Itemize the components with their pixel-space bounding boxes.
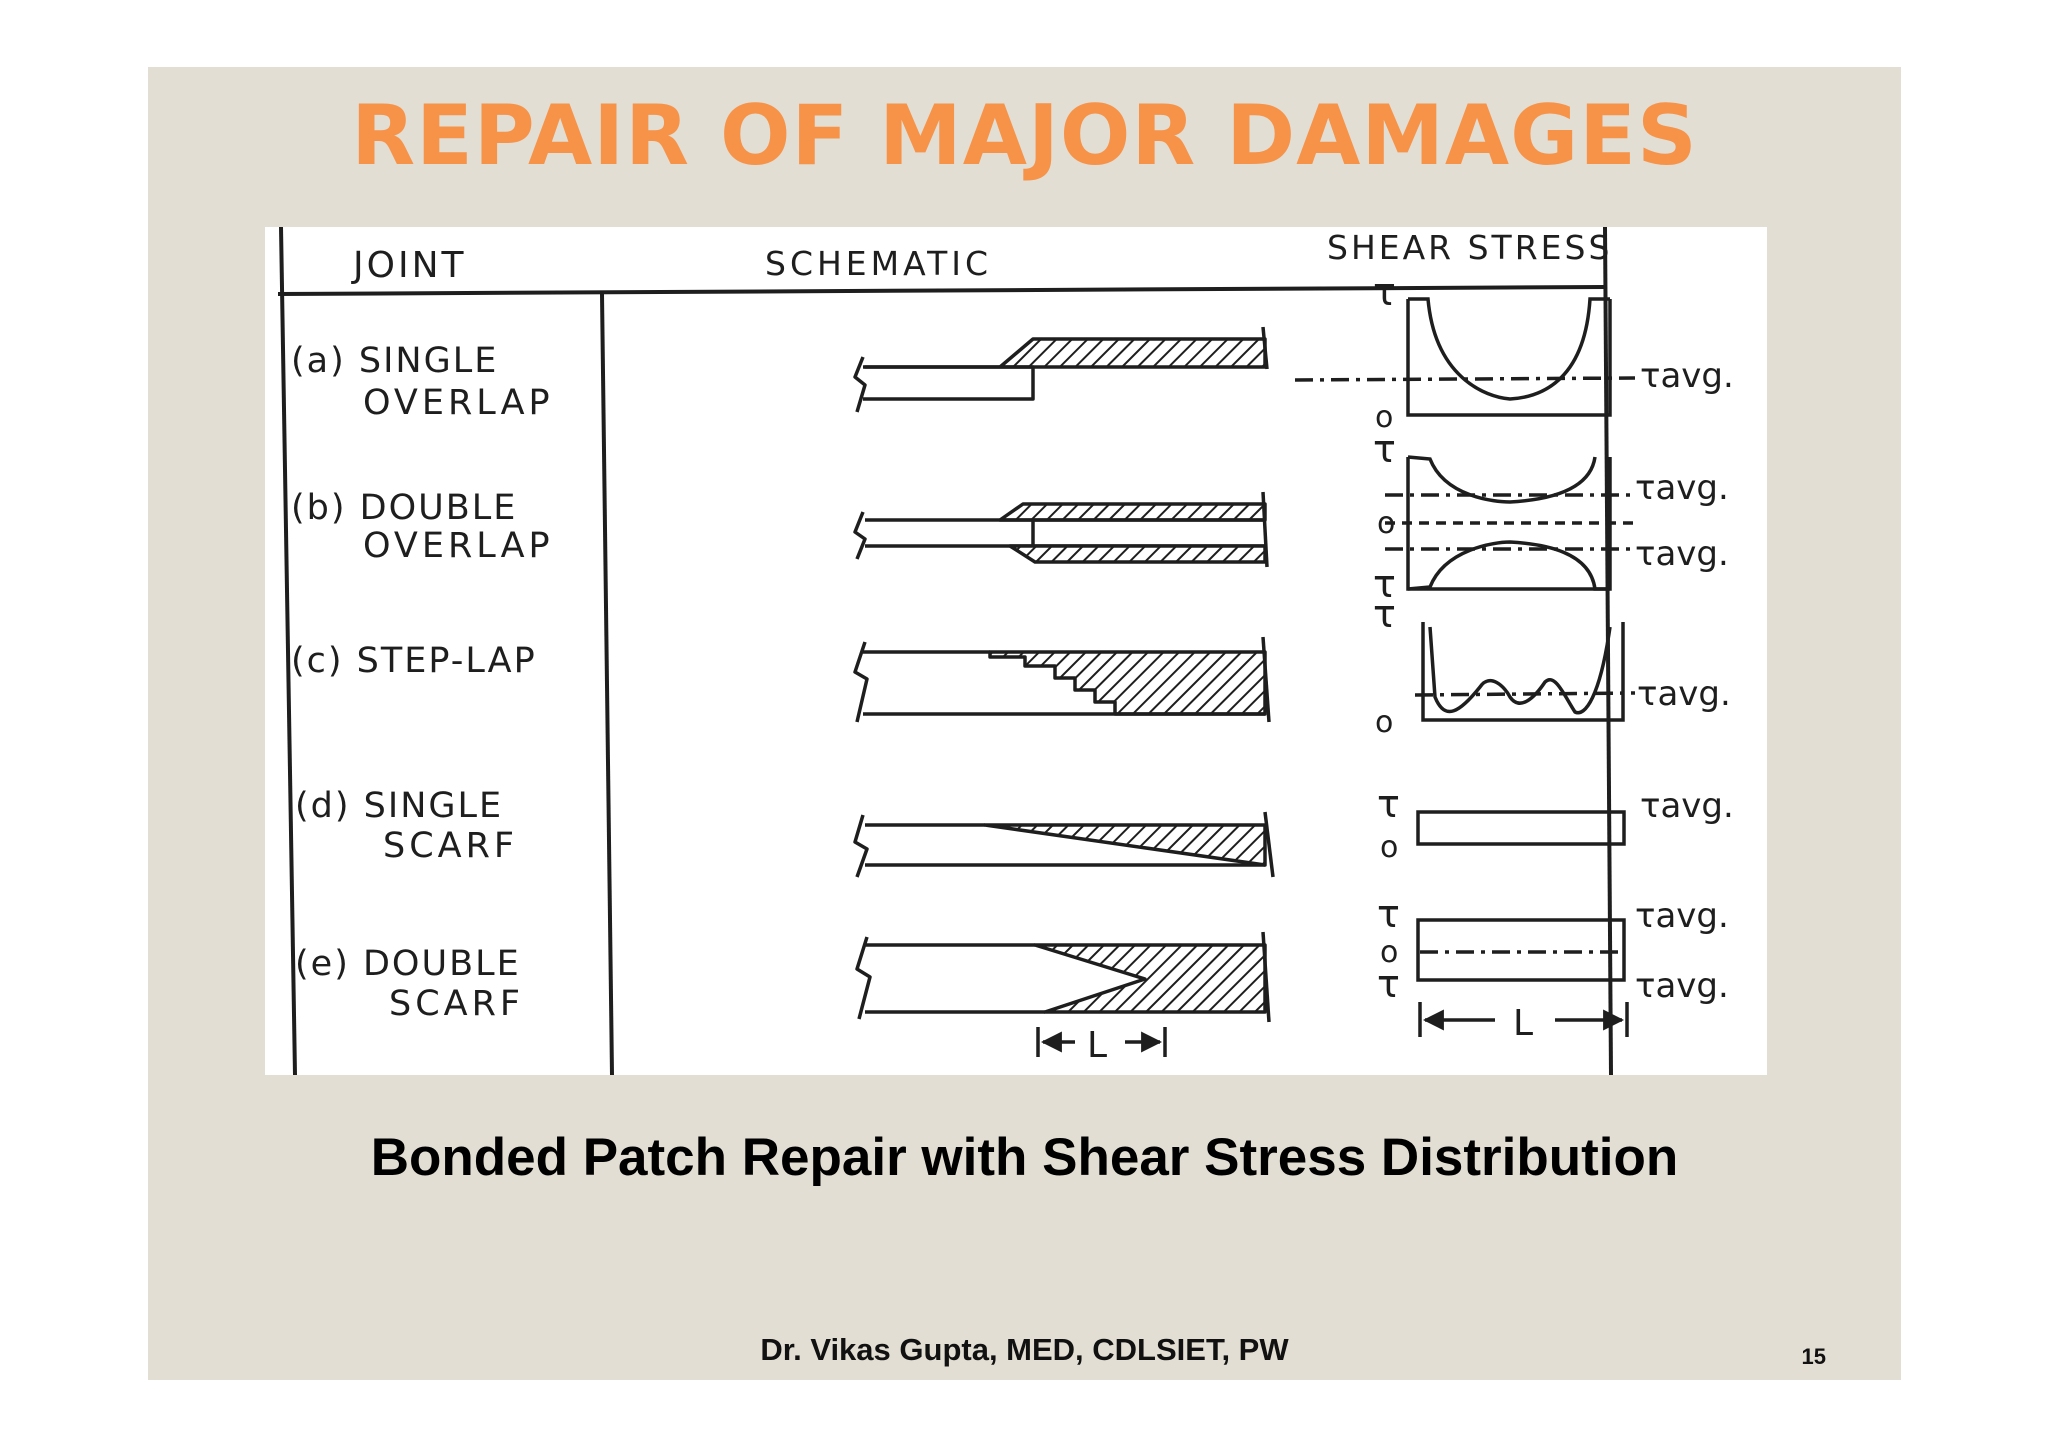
joint-label-c-1: (c) STEP-LAP <box>291 641 537 681</box>
slide: REPAIR OF MAJOR DAMAGES <box>148 67 1901 1380</box>
schematic-length-label: L <box>1087 1025 1107 1066</box>
tau-avg-d: τavg. <box>1640 786 1734 826</box>
joint-diagram-figure: JOINT SCHEMATIC SHEAR STRESS (a) SINGLE … <box>265 227 1767 1075</box>
stress-plot-double-scarf <box>1416 918 1626 982</box>
tau-e-bottom: τ <box>1377 962 1400 1006</box>
joint-label-e-1: (e) DOUBLE <box>295 944 521 984</box>
slide-title: REPAIR OF MAJOR DAMAGES <box>351 87 1698 184</box>
tau-avg-a: τavg. <box>1640 356 1734 396</box>
stress-length-label: L <box>1513 1003 1533 1044</box>
joint-label-b-2: OVERLAP <box>363 526 554 566</box>
stress-length-dimension <box>1418 1002 1629 1037</box>
zero-d: o <box>1380 830 1398 865</box>
schematic-single-overlap <box>853 326 1269 413</box>
joint-label-a-1: (a) SINGLE <box>291 341 498 381</box>
joint-label-d-1: (d) SINGLE <box>295 786 503 826</box>
zero-b: o <box>1377 506 1395 541</box>
tau-d: τ <box>1377 782 1400 826</box>
slide-footer: Dr. Vikas Gupta, MED, CDLSIET, PW <box>760 1332 1289 1367</box>
zero-a: o <box>1375 400 1393 435</box>
tau-avg-b-top: τavg. <box>1635 468 1729 508</box>
joint-label-a-2: OVERLAP <box>363 383 554 423</box>
schematic-step-lap <box>853 636 1271 723</box>
joint-label-d-2: SCARF <box>383 826 518 866</box>
stress-symbols: τ o τavg. τ o τ τavg. τavg. τ o τavg. τ … <box>1373 270 1734 1006</box>
tau-avg-e-bottom: τavg. <box>1635 966 1729 1006</box>
schematic-double-overlap <box>853 491 1269 568</box>
header-joint: JOINT <box>351 245 467 286</box>
joint-labels: (a) SINGLE OVERLAP (b) DOUBLE OVERLAP (c… <box>291 341 554 1024</box>
zero-e: o <box>1380 935 1398 970</box>
joint-label-e-2: SCARF <box>389 984 524 1024</box>
table-grid <box>277 227 1613 1075</box>
tau-avg-e-top: τavg. <box>1635 896 1729 936</box>
tau-b-bottom: τ <box>1373 562 1396 606</box>
schematic-length-dimension <box>1036 1027 1167 1057</box>
stress-plot-step-lap <box>1414 622 1636 722</box>
joint-label-b-1: (b) DOUBLE <box>291 488 517 528</box>
page-number: 15 <box>1801 1344 1826 1369</box>
schematic-double-scarf <box>855 931 1271 1023</box>
header-schematic: SCHEMATIC <box>765 244 992 283</box>
figure-caption: Bonded Patch Repair with Shear Stress Di… <box>370 1128 1679 1187</box>
tau-avg-c: τavg. <box>1637 674 1731 714</box>
tau-e-top: τ <box>1377 892 1400 936</box>
tau-a: τ <box>1373 270 1396 314</box>
stress-plot-single-overlap <box>1294 297 1636 417</box>
stress-plot-single-scarf <box>1416 810 1626 846</box>
schematic-single-scarf <box>853 811 1275 878</box>
zero-c: o <box>1375 705 1393 740</box>
tau-c: τ <box>1373 592 1396 636</box>
tau-b-top: τ <box>1373 427 1396 471</box>
header-shear-stress: SHEAR STRESS <box>1327 228 1612 267</box>
stress-plot-double-overlap <box>1385 455 1635 591</box>
tau-avg-b-bottom: τavg. <box>1635 534 1729 574</box>
